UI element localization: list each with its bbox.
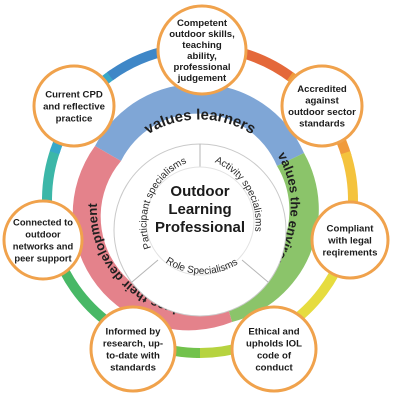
center-title-line-2: Learning (168, 201, 231, 218)
node-text-line: Connected to (13, 216, 73, 227)
node-circle (2, 199, 84, 281)
node-text-line: reqirements (323, 247, 378, 258)
node-text-line: conduct (255, 362, 293, 373)
node-text-line: Informed by (106, 326, 162, 337)
values-development-band (72, 146, 232, 331)
node-text-line: and reflective (43, 101, 105, 112)
node-text-line: outdoor (25, 228, 61, 239)
node-circle (230, 305, 318, 393)
node-circle (32, 64, 116, 148)
node-text-line: judgement (177, 73, 227, 84)
node-text-line: against (305, 96, 339, 107)
node-text-line: to-date with (106, 350, 160, 361)
node-text-line: Current CPD (45, 89, 103, 100)
node-text-line: Ethical and (248, 326, 299, 337)
node-text-line: upholds IOL (246, 338, 302, 349)
node-circle (156, 4, 248, 96)
values-environment-band (224, 153, 319, 322)
node-text-line: outdoor sector (288, 107, 356, 118)
node-text-line: outdoor skills, (169, 29, 235, 40)
node-text-line: teaching (182, 40, 222, 51)
node-text-line: ability, (187, 51, 217, 62)
inner-disc: Participant specialisms Activity special… (113, 143, 287, 317)
node-circle (89, 305, 177, 393)
node-circle (280, 64, 364, 148)
node-text-line: practice (56, 113, 93, 124)
node-circle (310, 200, 390, 280)
node-text-line: networks and (13, 240, 74, 251)
node-text-line: research, up- (103, 338, 163, 349)
center-title-line-3: Professional (155, 219, 245, 236)
node-text-line: Competent (177, 18, 228, 29)
node-text-line: professional (173, 62, 230, 73)
node-text-line: peer support (14, 252, 71, 263)
node-text-line: with legal (327, 235, 372, 246)
node-text-line: Compliant (327, 223, 375, 234)
node-text-line: standards (110, 362, 156, 373)
node-text-line: Accredited (297, 84, 347, 95)
node-text-line: code of (257, 350, 292, 361)
center-title-line-1: Outdoor (170, 183, 229, 200)
node-text-line: standards (299, 119, 345, 130)
values-learners-band (95, 83, 304, 166)
